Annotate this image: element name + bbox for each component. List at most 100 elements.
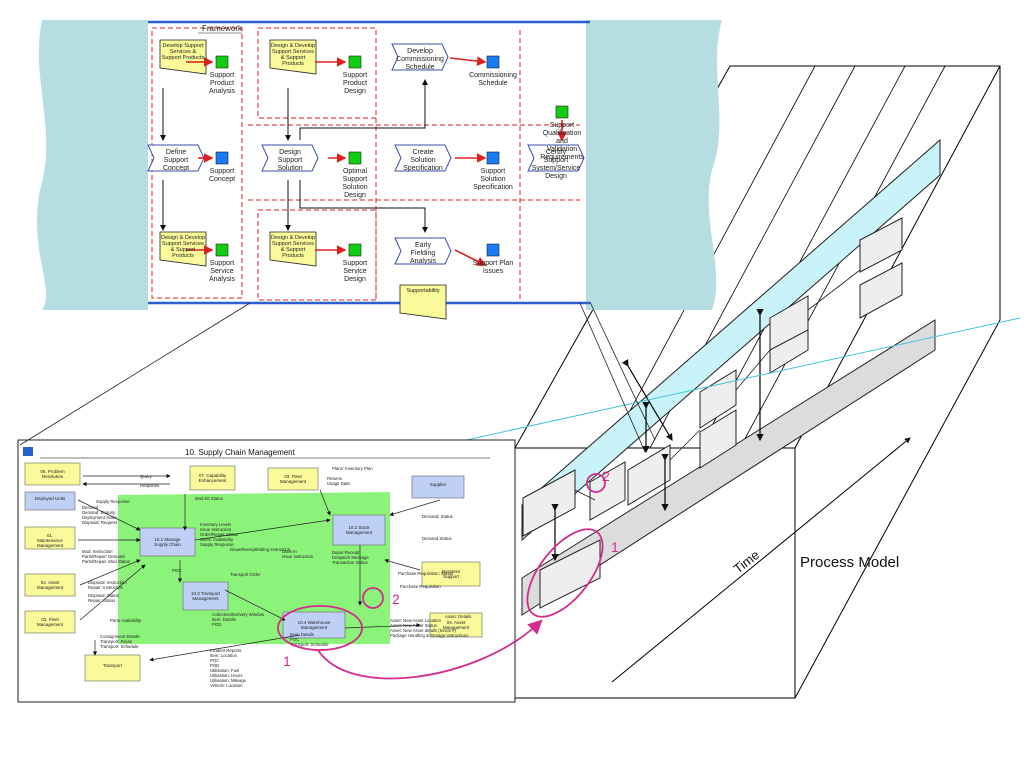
flow-label: Inventory Levels bbox=[200, 522, 231, 527]
process-view: Framework bbox=[36, 20, 722, 310]
flow-label: Disposal: Status bbox=[88, 593, 119, 598]
flow-label: Supply Response bbox=[200, 542, 234, 547]
flow-label: POC bbox=[210, 658, 219, 663]
flow-label: Utilisation: Mileage bbox=[210, 678, 247, 683]
flow-label: POD bbox=[212, 622, 221, 627]
supply-chain-box-label: Supplier bbox=[430, 482, 447, 487]
flow-label: Asset: Details bbox=[445, 614, 471, 619]
flow-label: Asset: New Asset Status bbox=[390, 623, 437, 628]
flow-label: Consignment Details bbox=[100, 634, 140, 639]
flow-label: Purchase Requisition: Status bbox=[398, 571, 453, 576]
supply-chain-box-label: Deployed Units bbox=[35, 496, 66, 501]
process-node bbox=[261, 144, 319, 172]
flow-label: Deployment Scale bbox=[82, 515, 117, 520]
marker-2-right: 2 bbox=[602, 468, 610, 484]
flow-label: POD bbox=[210, 663, 219, 668]
process-node-label: Supportability bbox=[406, 288, 440, 294]
flow-label: POC bbox=[290, 637, 299, 642]
flow-label: Asset: New Asset Location bbox=[390, 618, 441, 623]
process-flows bbox=[186, 56, 567, 266]
supply-chain-box: Transport bbox=[84, 654, 141, 682]
flow-label: Utilisation: Hours bbox=[210, 673, 242, 678]
marker-1-left: 1 bbox=[283, 653, 291, 669]
process-node bbox=[147, 144, 205, 172]
process-node bbox=[394, 144, 452, 172]
process-nodes bbox=[147, 39, 585, 320]
process-model-label: Process Model bbox=[800, 554, 899, 571]
flow-label: Issue/Receipt/Kitting Instruction bbox=[230, 547, 291, 552]
flow-label: Asset: New Asset details (Serial #) bbox=[390, 628, 456, 633]
flow-label: Response bbox=[140, 483, 160, 488]
flow-label: Parts Availability bbox=[110, 618, 142, 623]
supply-chain-box: Deployed Units bbox=[24, 491, 76, 511]
flow-label: Transport: Schedule bbox=[100, 644, 139, 649]
process-node bbox=[215, 243, 229, 257]
flow-label: Utilisation: Fuel bbox=[210, 668, 239, 673]
cyan-guide-line-right bbox=[429, 317, 1021, 449]
flow-label: Transport: Schedule bbox=[290, 642, 329, 647]
flow-label: Query bbox=[140, 474, 153, 479]
process-node bbox=[159, 39, 207, 75]
flow-label: Stock: Availability bbox=[200, 537, 234, 542]
flow-label: Mod Kit Status bbox=[195, 496, 223, 501]
flow-label: Mod: Instruction bbox=[82, 549, 113, 554]
flow-label: Vehicle: Location bbox=[210, 683, 243, 688]
process-node bbox=[348, 151, 362, 165]
lane-boxes bbox=[522, 217, 903, 609]
process-node bbox=[215, 55, 229, 69]
process-node bbox=[399, 284, 447, 320]
process-node bbox=[486, 151, 500, 165]
flow-label: Disposal: Instruction bbox=[88, 580, 127, 585]
flow-label: Demand bbox=[82, 505, 99, 510]
flow-label: Dues In bbox=[282, 549, 297, 554]
lane-connectors bbox=[574, 269, 861, 501]
flow-label: Depot Receipt bbox=[332, 550, 360, 555]
flow-label: Transport: Route bbox=[100, 639, 133, 644]
flow-label: Disposal: Request bbox=[82, 520, 118, 525]
supply-chain-box: Supplier bbox=[411, 475, 465, 499]
callout-lines bbox=[19, 301, 656, 453]
flow-label: Purchase Requisition bbox=[400, 584, 441, 589]
flow-label: Collection/Delivery Window bbox=[212, 612, 265, 617]
flow-label: Item: Details bbox=[290, 632, 314, 637]
flow-label: Returns bbox=[327, 476, 342, 481]
process-node bbox=[486, 55, 500, 69]
annotations bbox=[277, 473, 606, 680]
flow-label: Item: Details bbox=[212, 617, 236, 622]
process-node bbox=[269, 231, 317, 267]
supply-chain-links bbox=[77, 473, 441, 662]
process-node bbox=[486, 243, 500, 257]
process-node bbox=[391, 43, 449, 71]
